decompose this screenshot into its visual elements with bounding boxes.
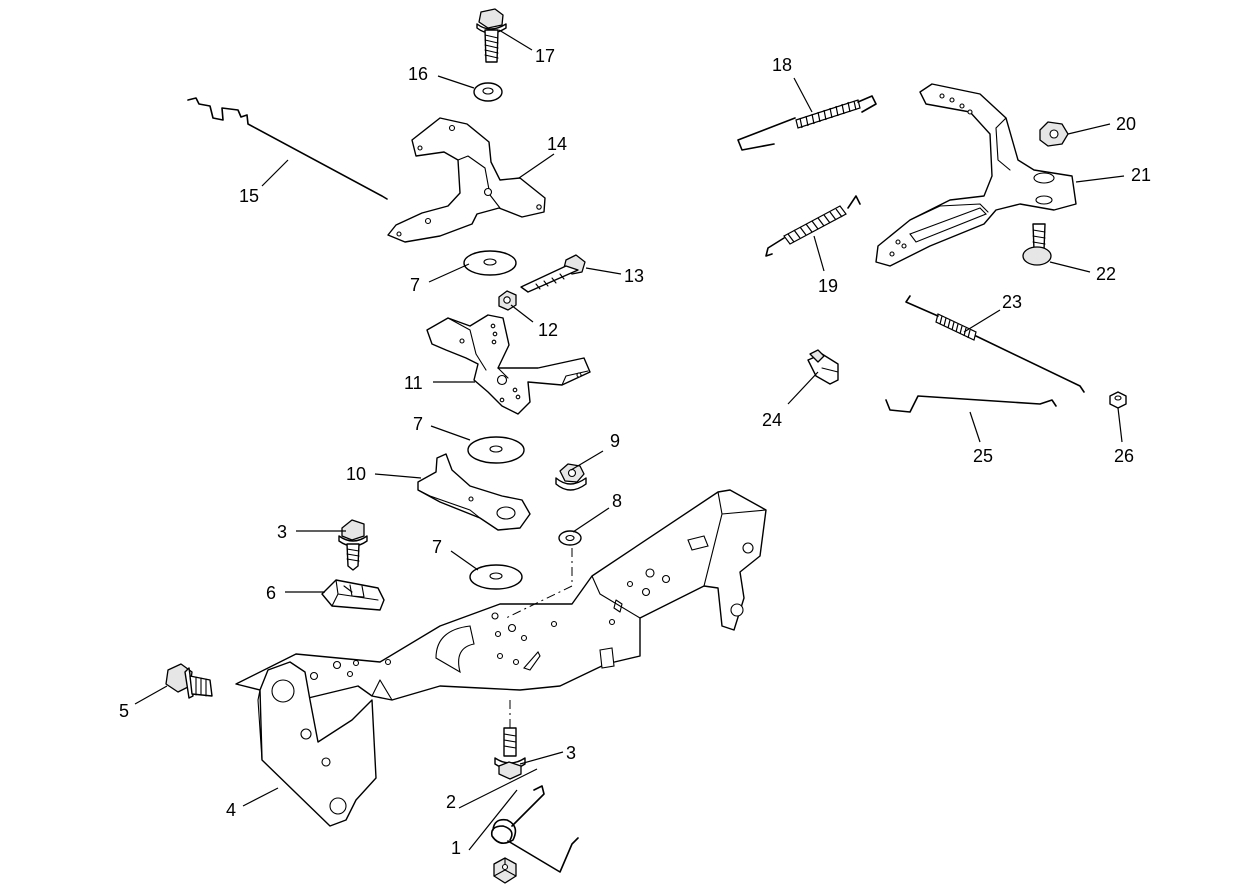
- callout-23: 23: [1002, 292, 1022, 312]
- callout-24: 24: [762, 410, 782, 430]
- callout-21: 21: [1131, 165, 1151, 185]
- part-26-bushing[interactable]: [1109, 391, 1127, 409]
- callout-15: 15: [239, 186, 259, 206]
- callout-8: 8: [612, 491, 622, 511]
- callout-5: 5: [119, 701, 129, 721]
- part-15-link-rod[interactable]: [187, 97, 388, 200]
- part-23-spring-link[interactable]: [905, 295, 1085, 393]
- part-9-flange-nut[interactable]: [555, 463, 587, 491]
- part-3-screw-upper[interactable]: [338, 519, 368, 571]
- callout-1: 1: [451, 838, 461, 858]
- part-11-governor-lever[interactable]: [426, 314, 591, 415]
- callout-20: 20: [1116, 114, 1136, 134]
- leader-lines: [134, 29, 1125, 851]
- callout-14: 14: [547, 134, 567, 154]
- part-6-cable-clip[interactable]: [321, 579, 385, 611]
- callout-6: 6: [266, 583, 276, 603]
- callout-7-lower: 7: [432, 537, 442, 557]
- part-5-flange-screw[interactable]: [165, 663, 213, 699]
- part-19-extension-spring[interactable]: [765, 195, 861, 257]
- callout-2: 2: [446, 792, 456, 812]
- callout-26: 26: [1114, 446, 1134, 466]
- callout-10: 10: [346, 464, 366, 484]
- callout-18: 18: [772, 55, 792, 75]
- callout-16: 16: [408, 64, 428, 84]
- part-10-throttle-plate[interactable]: [417, 453, 531, 531]
- part-7-flat-washer-lower[interactable]: [469, 564, 523, 590]
- part-8-lock-washer[interactable]: [558, 530, 582, 546]
- callout-19: 19: [818, 276, 838, 296]
- part-14-control-bracket[interactable]: [387, 117, 546, 243]
- callout-25: 25: [973, 446, 993, 466]
- callout-7-top: 7: [410, 275, 420, 295]
- callout-22: 22: [1096, 264, 1116, 284]
- part-3-screw-lower[interactable]: [494, 727, 526, 780]
- part-1-hex-nut[interactable]: [493, 857, 517, 884]
- part-24-wire-clip[interactable]: [807, 349, 839, 385]
- part-13-bolt[interactable]: [520, 254, 586, 293]
- callout-3-lower: 3: [566, 743, 576, 763]
- callout-17: 17: [535, 46, 555, 66]
- part-16-washer[interactable]: [473, 82, 503, 102]
- part-22-shoulder-bolt[interactable]: [1022, 223, 1052, 266]
- part-17-flange-bolt[interactable]: [476, 8, 507, 63]
- part-18-extension-spring[interactable]: [737, 95, 877, 151]
- part-20-nut[interactable]: [1039, 121, 1069, 147]
- part-4-control-plate[interactable]: [235, 489, 767, 827]
- callout-9: 9: [610, 431, 620, 451]
- callout-4: 4: [226, 800, 236, 820]
- part-7-flat-washer-top[interactable]: [463, 250, 517, 276]
- part-25-choke-rod[interactable]: [885, 395, 1057, 413]
- callout-3-upper: 3: [277, 522, 287, 542]
- callout-labels: 1 2 3 3 4 5 6 7 7 7 8 9 10 11 12 13 14 1…: [119, 46, 1151, 858]
- callout-11: 11: [404, 373, 423, 393]
- callout-7-middle: 7: [413, 414, 423, 434]
- part-2-torsion-spring[interactable]: [490, 785, 579, 873]
- callout-12: 12: [538, 320, 558, 340]
- callout-13: 13: [624, 266, 644, 286]
- part-21-throttle-lever[interactable]: [875, 83, 1077, 267]
- center-line-plate: [505, 585, 573, 619]
- part-7-flat-washer-middle[interactable]: [467, 436, 525, 464]
